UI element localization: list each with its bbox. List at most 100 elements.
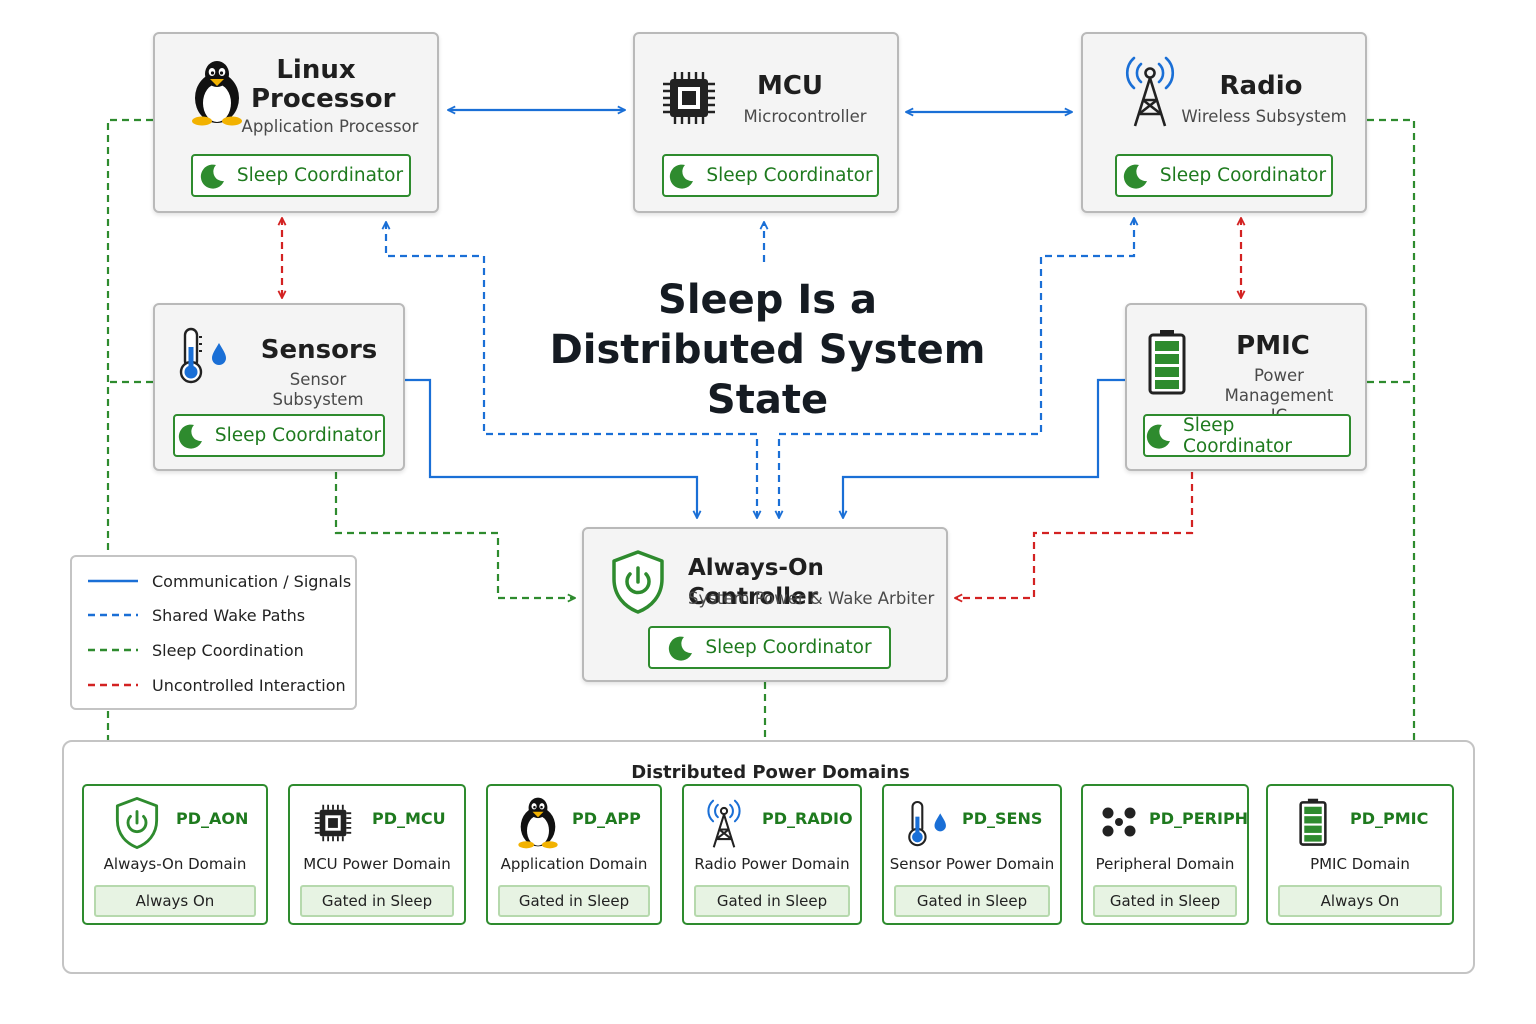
linux-penguin-icon	[518, 797, 558, 849]
sensors-node: Sensors Sensor Subsystem Sleep Coordinat…	[153, 303, 405, 471]
domain-name: Application Domain	[500, 855, 648, 873]
sleep-coordinator-label: Sleep Coordinator	[1183, 414, 1292, 457]
legend-swatch	[88, 648, 138, 652]
sleep-coordinator-badge: Sleep Coordinator	[1143, 414, 1351, 457]
sleep-coordinator-badge: Sleep Coordinator	[662, 154, 879, 197]
sleep-coordinator-badge: Sleep Coordinator	[173, 414, 385, 457]
domain-status: Gated in Sleep	[894, 885, 1050, 917]
linux-penguin-icon	[192, 61, 242, 126]
domain-id: PD_AON	[176, 809, 249, 828]
node-title: PMIC	[1236, 331, 1310, 361]
domain-id: PD_APP	[572, 809, 641, 828]
domain-id: PD_SENS	[962, 809, 1043, 828]
legend-label: Communication / Signals	[152, 571, 352, 591]
sleep-coordinator-label: Sleep Coordinator	[236, 165, 404, 186]
always-on-controller-node: Always-On Controller System Power & Wake…	[582, 527, 948, 682]
sleep-coordinator-badge: Sleep Coordinator	[648, 626, 891, 669]
sleep-coordinator-label: Sleep Coordinator	[705, 637, 872, 658]
power-shield-icon	[612, 550, 664, 614]
moon-icon	[669, 636, 693, 661]
node-subtitle: Wireless Subsystem	[1181, 107, 1347, 126]
domain-name: PMIC Domain	[1310, 855, 1410, 873]
wake-path-linux-aon	[386, 222, 757, 518]
domain-id: PD_MCU	[372, 809, 446, 828]
domain-card-mcu: PD_MCU MCU Power Domain Gated in Sleep	[288, 784, 466, 925]
thermometer-icon	[908, 800, 946, 847]
chip-icon	[314, 804, 352, 842]
node-title: Linux Processor	[251, 55, 396, 114]
peripheral-dots-icon	[1102, 807, 1136, 837]
node-subtitle: Sensor Subsystem	[272, 370, 364, 409]
node-title: Sensors	[260, 335, 378, 365]
domain-status: Gated in Sleep	[498, 885, 650, 917]
radio-tower-icon	[1125, 56, 1175, 127]
sleep-coordinator-label: Sleep Coordinator	[1159, 165, 1327, 186]
domain-name: Always-On Domain	[103, 855, 247, 873]
sleep-path-linux	[106, 118, 153, 740]
moon-icon	[670, 164, 694, 189]
sleep-path-sensors-aon	[334, 472, 575, 598]
domain-name: Radio Power Domain	[694, 855, 850, 873]
legend-label: Sleep Coordination	[152, 640, 304, 660]
node-title: Always-On Controller	[688, 555, 824, 610]
sleep-coordinator-badge: Sleep Coordinator	[1115, 154, 1333, 197]
uncontrolled-pmic-aon	[955, 472, 1194, 598]
domain-id: PD_PMIC	[1350, 809, 1429, 828]
legend-swatch	[88, 579, 138, 583]
moon-icon	[200, 164, 224, 189]
node-title: Radio	[1219, 71, 1303, 101]
pmic-node: PMIC Power Management IC Sleep Coordinat…	[1125, 303, 1367, 471]
sleep-coordinator-label: Sleep Coordinator	[214, 425, 382, 446]
power-domains-title: Distributed Power Domains	[631, 762, 910, 783]
domain-name: Peripheral Domain	[1095, 855, 1235, 873]
moon-icon	[1146, 424, 1170, 449]
domain-card-aon: PD_AON Always-On Domain Always On	[82, 784, 268, 925]
domain-card-periph: PD_PERIPH Peripheral Domain Gated in Sle…	[1081, 784, 1249, 925]
moon-icon	[178, 424, 202, 449]
wake-path-radio-aon	[779, 218, 1134, 518]
domain-card-radio: PD_RADIO Radio Power Domain Gated in Sle…	[682, 784, 862, 925]
domain-id: PD_PERIPH	[1149, 809, 1249, 828]
legend-item-communication: Communication / Signals	[88, 570, 351, 592]
moon-icon	[1123, 164, 1147, 189]
node-title-line-1: Linux	[276, 55, 356, 85]
node-title-line-2: Processor	[251, 84, 396, 114]
domain-status: Gated in Sleep	[694, 885, 850, 917]
legend-swatch	[88, 683, 138, 687]
domain-id: PD_RADIO	[762, 809, 853, 828]
domain-card-app: PD_APP Application Domain Gated in Sleep	[486, 784, 662, 925]
node-subtitle: System Power & Wake Arbiter	[688, 589, 935, 608]
diagram-headline: Sleep Is a Distributed System State	[520, 275, 1015, 425]
linux-processor-node: Linux Processor Application Processor Sl…	[153, 32, 439, 213]
domain-status: Always On	[1278, 885, 1442, 917]
sleep-coordinator-badge: Sleep Coordinator	[191, 154, 411, 197]
headline-line-1: Sleep Is a	[658, 277, 877, 323]
radio-node: Radio Wireless Subsystem Sleep Coordinat…	[1081, 32, 1367, 213]
legend-item-sleep-coordination: Sleep Coordination	[88, 639, 304, 661]
sleep-path-radio	[1367, 118, 1416, 740]
radio-tower-icon	[707, 799, 741, 848]
node-subtitle-line-1: Power Management	[1224, 366, 1334, 405]
headline-line-2: Distributed System State	[549, 327, 986, 423]
node-subtitle: Application Processor	[241, 117, 419, 136]
power-shield-icon	[115, 797, 159, 849]
legend-item-wake-paths: Shared Wake Paths	[88, 604, 305, 626]
domain-card-sens: PD_SENS Sensor Power Domain Gated in Sle…	[882, 784, 1062, 925]
domain-status: Always On	[94, 885, 256, 917]
legend-label: Shared Wake Paths	[152, 605, 306, 625]
legend: Communication / Signals Shared Wake Path…	[70, 555, 357, 710]
thermometer-icon	[179, 327, 226, 384]
node-subtitle: Microcontroller	[743, 107, 867, 126]
domain-name: MCU Power Domain	[303, 855, 451, 873]
battery-icon	[1148, 330, 1186, 395]
domain-status: Gated in Sleep	[1093, 885, 1237, 917]
battery-icon	[1299, 798, 1327, 846]
domain-name: Sensor Power Domain	[889, 855, 1055, 873]
legend-label: Uncontrolled Interaction	[152, 675, 346, 695]
legend-item-uncontrolled: Uncontrolled Interaction	[88, 674, 346, 696]
chip-icon	[663, 72, 715, 124]
domain-card-pmic: PD_PMIC PMIC Domain Always On	[1266, 784, 1454, 925]
sleep-coordinator-label: Sleep Coordinator	[706, 165, 873, 186]
domain-status: Gated in Sleep	[300, 885, 454, 917]
node-title: MCU	[756, 71, 824, 101]
